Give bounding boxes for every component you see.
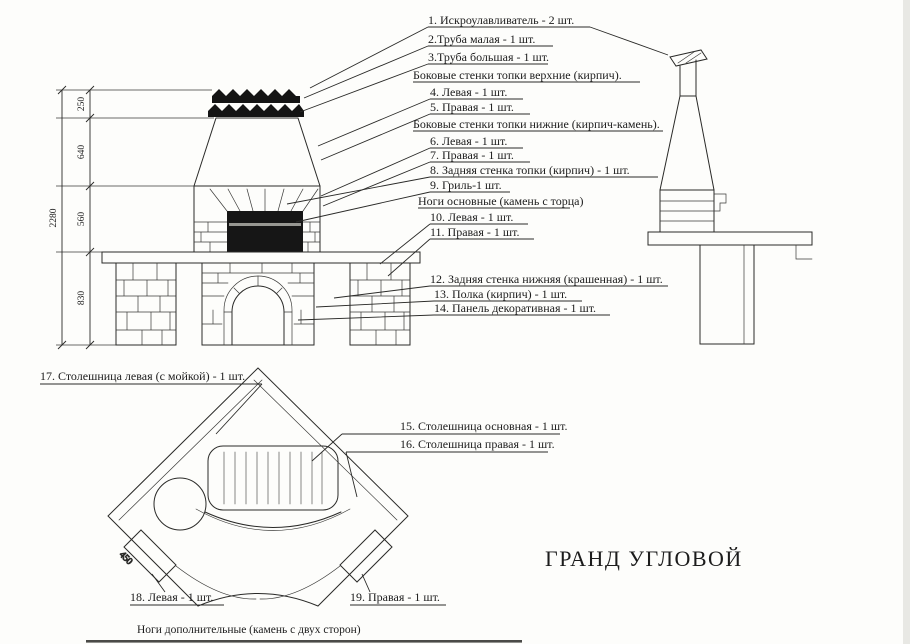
parts-list-item: 6. Левая - 1 шт. — [320, 134, 523, 197]
side-elevation — [647, 49, 813, 345]
dim-640: 640 — [77, 145, 87, 160]
plan-label-item: 18. Левая - 1 шт. — [130, 573, 224, 606]
sink-circle — [153, 477, 207, 531]
parts-list-item: Боковые стенки топки верхние (кирпич). — [413, 68, 640, 83]
side-chimney-pipe — [679, 59, 697, 97]
chimney-hood — [193, 117, 321, 187]
part-label-6: 6. Левая - 1 шт. — [430, 134, 507, 148]
plan-front-scallops — [175, 565, 341, 600]
part-label-2: 2.Труба малая - 1 шт. — [428, 32, 535, 46]
parts-list-item: 2.Труба малая - 1 шт. — [303, 32, 553, 99]
plan-counter-arc-2 — [195, 508, 351, 531]
plan-label-item: 16. Столешница правая - 1 шт. — [345, 437, 555, 498]
dim-plan-edge: 450 — [117, 550, 134, 567]
firebox — [193, 185, 321, 253]
parts-list-item: 10. Левая - 1 шт. — [379, 210, 528, 265]
front-dimension-lines: 250 640 560 830 2280 — [49, 85, 214, 350]
leg-right-stone — [349, 262, 411, 346]
part-label-14: 14. Панель декоративная - 1 шт. — [434, 301, 596, 315]
parts-list: 1. Искроулавливатель - 2 шт. 2.Труба мал… — [286, 13, 669, 321]
parts-list-item: 1. Искроулавливатель - 2 шт. — [309, 13, 669, 89]
footer-note: Ноги дополнительные (камень с двух сторо… — [137, 624, 361, 636]
part-label-13: 13. Полка (кирпич) - 1 шт. — [434, 287, 567, 301]
scan-artifact-bottom-line — [86, 640, 522, 643]
leg-left-stone — [115, 262, 177, 346]
parts-list-item: 13. Полка (кирпич) - 1 шт. — [315, 287, 582, 308]
part-label-3: 3.Труба большая - 1 шт. — [428, 50, 549, 64]
drawing-title: ГРАНД УГЛОВОЙ — [545, 546, 743, 571]
plan-label-item: 19. Правая - 1 шт. — [350, 573, 446, 606]
dim-total: 2280 — [49, 208, 59, 227]
label-leg-right: 19. Правая - 1 шт. — [350, 590, 440, 604]
side-chimney-cap — [669, 49, 708, 67]
spark-catchers — [208, 89, 304, 117]
label-countertop-right: 16. Столешница правая - 1 шт. — [400, 437, 555, 451]
parts-list-item: 7. Правая - 1 шт. — [322, 148, 530, 207]
firebox-opening — [227, 211, 303, 252]
part-label-7: 7. Правая - 1 шт. — [430, 148, 514, 162]
grill-bar — [229, 223, 301, 226]
scan-artifact-right-edge — [903, 0, 910, 644]
parts-list-item: 8. Задняя стенка топки (кирпич) - 1 шт. — [286, 163, 658, 205]
front-elevation: 250 640 560 830 2280 — [49, 85, 421, 350]
plan-leg-right — [339, 529, 393, 583]
dim-250: 250 — [77, 97, 87, 112]
plan-counter-arc-1 — [204, 511, 342, 528]
part-label-11: 11. Правая - 1 шт. — [430, 225, 519, 239]
label-countertop-left: 17. Столешница левая (с мойкой) - 1 шт. — [40, 369, 245, 383]
parts-list-item: 4. Левая - 1 шт. — [317, 85, 523, 147]
dim-830: 830 — [77, 291, 87, 306]
side-hood — [659, 95, 715, 191]
parts-list-item: 12. Задняя стенка нижняя (крашенная) - 1… — [333, 272, 668, 299]
side-firebox — [659, 189, 727, 233]
parts-list-item: 11. Правая - 1 шт. — [387, 225, 534, 277]
parts-list-item: Ноги основные (камень с торца) — [418, 194, 583, 209]
parts-list-item: 14. Панель декоративная - 1 шт. — [297, 301, 610, 321]
countertop-front — [101, 251, 421, 264]
plan-counter-edges — [118, 379, 398, 521]
plan-labels: 17. Столешница левая (с мойкой) - 1 шт. … — [40, 369, 567, 606]
parts-list-item: 9. Гриль-1 шт. — [295, 178, 510, 223]
parts-list-item: 5. Правая - 1 шт. — [320, 100, 530, 161]
plan-front-arc — [197, 593, 319, 607]
part-label-1: 1. Искроулавливатель - 2 шт. — [428, 13, 574, 27]
part-group-upper-sidewalls: Боковые стенки топки верхние (кирпич). — [413, 68, 622, 82]
dim-560: 560 — [77, 212, 87, 227]
legs-center-arch — [201, 262, 315, 346]
part-group-lower-sidewalls: Боковые стенки топки нижние (кирпич-каме… — [413, 117, 660, 131]
part-label-12: 12. Задняя стенка нижняя (крашенная) - 1… — [430, 272, 663, 286]
plan-grill-plate — [207, 445, 339, 511]
part-label-10: 10. Левая - 1 шт. — [430, 210, 513, 224]
part-label-5: 5. Правая - 1 шт. — [430, 100, 514, 114]
plan-label-item: 15. Столешница основная - 1 шт. — [311, 419, 567, 462]
plan-leg-left — [123, 529, 177, 583]
part-group-main-legs: Ноги основные (камень с торца) — [418, 194, 583, 208]
part-label-4: 4. Левая - 1 шт. — [430, 85, 507, 99]
part-label-8: 8. Задняя стенка топки (кирпич) - 1 шт. — [430, 163, 630, 177]
plan-outline — [107, 367, 409, 607]
part-label-9: 9. Гриль-1 шт. — [430, 178, 502, 192]
plan-label-item: 17. Столешница левая (с мойкой) - 1 шт. — [40, 369, 263, 435]
label-countertop-main: 15. Столешница основная - 1 шт. — [400, 419, 567, 433]
label-leg-left: 18. Левая - 1 шт. — [130, 590, 213, 604]
plan-view: 450 — [107, 367, 409, 607]
parts-list-item: Боковые стенки топки нижние (кирпич-каме… — [413, 117, 663, 132]
side-leg — [699, 244, 755, 345]
parts-list-item: 3.Труба большая - 1 шт. — [299, 50, 549, 113]
